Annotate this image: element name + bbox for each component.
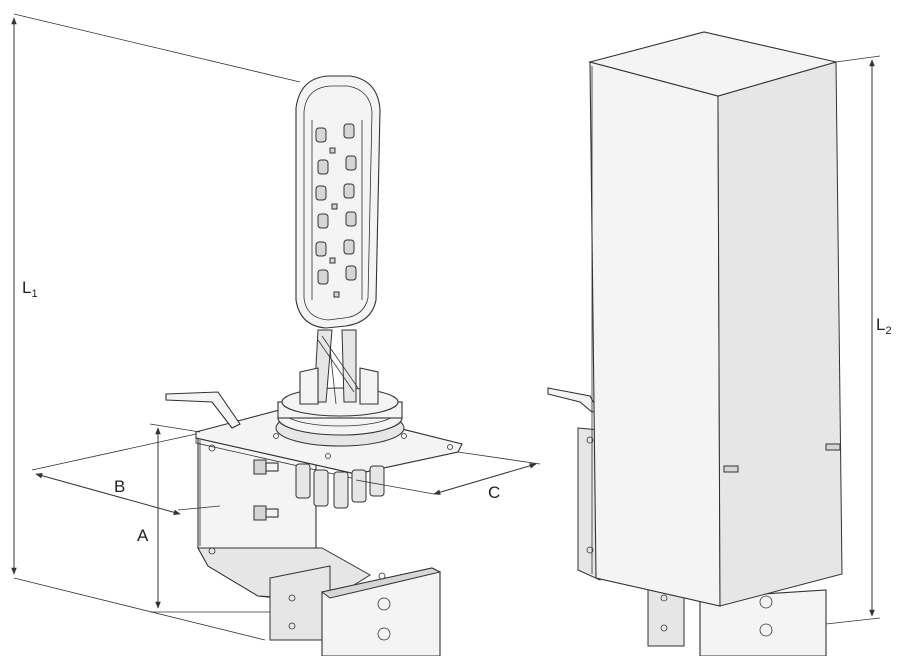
l1-extension-top (13, 13, 301, 83)
tray-clips (315, 123, 357, 298)
l2-label: L2 (876, 315, 892, 337)
l2-extension-top (835, 55, 881, 63)
dome-base-ring (275, 387, 405, 447)
l1-label: L1 (22, 278, 38, 300)
splice-tray (295, 75, 381, 329)
pole-clamp (269, 565, 442, 656)
bracket-bolt-lower (253, 505, 279, 521)
latch-lever (165, 391, 241, 429)
l2-extension-bottom (825, 617, 881, 625)
bracket-bolt-upper (253, 459, 279, 475)
l1-extension-bottom (13, 577, 266, 641)
cable-ports (295, 463, 385, 509)
b-label: B (114, 477, 125, 496)
cover-box (587, 31, 843, 607)
dimension-a: A (137, 423, 270, 613)
dimension-l2: L2 (869, 59, 892, 617)
splice-tray-support (299, 329, 379, 405)
dimension-b: B (31, 433, 221, 516)
open-closure-assembly: L1 A B C (11, 13, 541, 656)
dimension-c: C (355, 451, 541, 502)
c-label: C (488, 483, 500, 502)
a-label: A (137, 526, 149, 545)
cover-latches (723, 443, 841, 473)
closed-closure-assembly: L2 (547, 31, 892, 656)
dimension-l1: L1 (11, 17, 38, 575)
